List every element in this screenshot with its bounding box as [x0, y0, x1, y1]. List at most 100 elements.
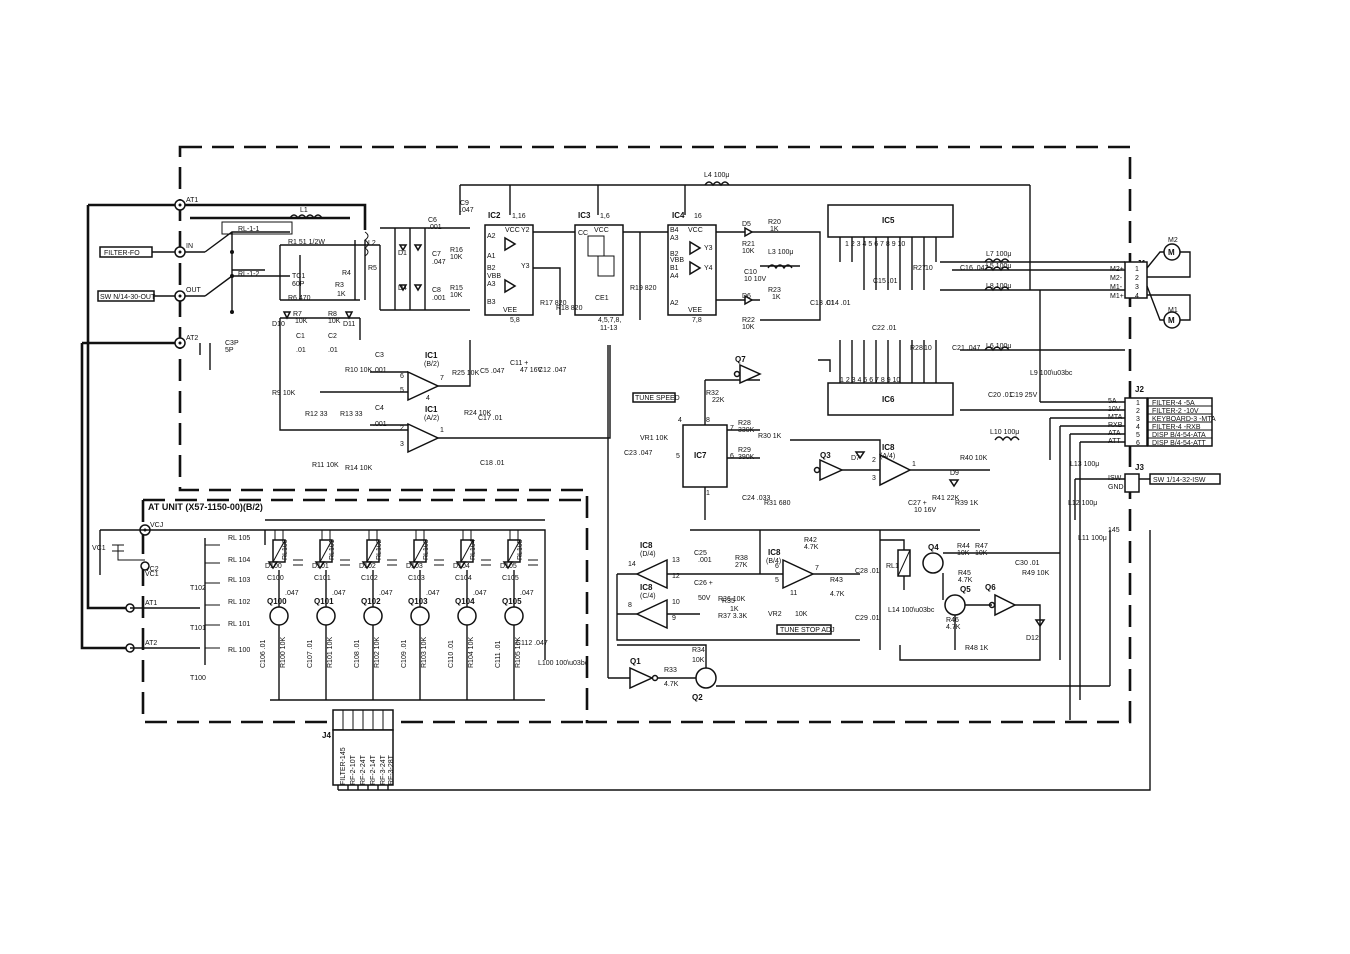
svg-text:10K: 10K [328, 318, 341, 325]
svg-text:C29 .01: C29 .01 [855, 615, 880, 622]
svg-text:A4: A4 [670, 273, 679, 280]
svg-text:R40 10K: R40 10K [960, 455, 988, 462]
svg-text:D4: D4 [398, 285, 407, 292]
svg-text:5,8: 5,8 [510, 317, 520, 324]
rf-wiring [80, 203, 367, 650]
svg-text:(B/2): (B/2) [424, 361, 439, 368]
svg-text:12: 12 [672, 573, 680, 580]
ic8b-opamp: IC8(B/4) 65 711 [766, 548, 819, 597]
svg-text:RL-1-1: RL-1-1 [238, 226, 260, 233]
relay-cap [528, 559, 538, 566]
j4-connector: J4 [322, 530, 1151, 791]
svg-text:R30 1K: R30 1K [758, 433, 782, 440]
svg-text:L10 100μ: L10 100μ [990, 429, 1019, 436]
svg-text:R35: R35 [722, 598, 735, 605]
svg-text:C10: C10 [744, 269, 757, 276]
tune-speed-tag: TUNE SPEED [632, 392, 680, 403]
svg-text:10K: 10K [295, 318, 308, 325]
cap-value: .047 [285, 590, 299, 597]
svg-text:5: 5 [775, 577, 779, 584]
relay-coil-mark [507, 539, 521, 563]
svg-text:5P: 5P [225, 347, 234, 354]
svg-text:R36 10K: R36 10K [718, 596, 746, 603]
at-unit-title: AT UNIT (X57-1150-00)(B/2) [148, 502, 263, 512]
svg-text:10K: 10K [742, 248, 755, 255]
svg-text:R28: R28 [738, 420, 751, 427]
l1-coil: L1 [289, 207, 323, 220]
svg-text:.01: .01 [296, 347, 306, 354]
rl1-relay: RL1 C28 .01 C29 .01 L14 100\u03bc [855, 530, 935, 650]
svg-text:IC5: IC5 [882, 216, 895, 225]
svg-text:Q1: Q1 [630, 657, 641, 666]
svg-text:(D/4): (D/4) [640, 551, 656, 558]
svg-text:SW N/14-30-OUT: SW N/14-30-OUT [100, 294, 156, 301]
svg-text:VC1: VC1 [145, 571, 159, 578]
svg-text:4: 4 [426, 395, 430, 402]
j4-destinations: FILTER-145 RF-2-10T RF-2-24T RF-2-14T RF… [340, 747, 395, 785]
svg-text:C1: C1 [296, 333, 305, 340]
svg-text:M1: M1 [1168, 307, 1178, 314]
svg-text:R7: R7 [293, 311, 302, 318]
relay-rl1-contacts: RL-1-1 RL-1-2 [221, 221, 293, 314]
svg-text:RL 103: RL 103 [228, 577, 250, 584]
svg-text:TC1: TC1 [292, 273, 305, 280]
svg-text:10 10V: 10 10V [744, 276, 767, 283]
svg-text:RL-1-2: RL-1-2 [238, 271, 260, 278]
svg-text:RF-2-24T: RF-2-24T [360, 754, 367, 785]
svg-text:R42: R42 [804, 537, 817, 544]
svg-text:7: 7 [440, 375, 444, 382]
svg-text:C112 .047: C112 .047 [516, 640, 548, 647]
svg-text:R34: R34 [692, 647, 705, 654]
svg-text:VEE: VEE [688, 307, 702, 314]
svg-text:FILTER-FO: FILTER-FO [104, 250, 140, 257]
out-label: OUT [186, 287, 202, 294]
motor-lines: L7 100μ L5 100μ L8 100μ L6 100μ L9 100\u… [940, 251, 1125, 377]
cap2-label: C111 .01 [495, 641, 502, 668]
cap2-label: C107 .01 [307, 639, 314, 668]
svg-text:D11: D11 [343, 321, 355, 328]
svg-text:R29: R29 [738, 447, 751, 454]
relay-transistor [457, 606, 477, 626]
svg-text:C9: C9 [460, 200, 469, 207]
ic-interconnect: R17 820 R18 820 R19 820 [533, 231, 760, 320]
svg-text:1,6: 1,6 [600, 213, 610, 220]
svg-text:1 2 3 4 5 6 7 8 9 10: 1 2 3 4 5 6 7 8 9 10 [845, 241, 905, 248]
relay-driver-wiring [899, 552, 1060, 661]
svg-text:DISP B/4-54-ATA: DISP B/4-54-ATA [1152, 432, 1206, 439]
svg-text:13: 13 [672, 557, 680, 564]
svg-text:C24 .033: C24 .033 [742, 495, 771, 502]
sw-out-tag: SW N/14-30-OUT [97, 290, 156, 302]
svg-text:11: 11 [790, 590, 797, 597]
svg-text:R48 1K: R48 1K [965, 645, 989, 652]
c112-l100: C112 .047 L100 100\u03bc [516, 640, 589, 667]
svg-text:J2: J2 [1135, 385, 1144, 394]
svg-text:(A/4): (A/4) [880, 453, 895, 460]
svg-text:L4 100μ: L4 100μ [704, 172, 729, 179]
svg-text:C27 +: C27 + [908, 500, 927, 507]
relay-cap [481, 559, 491, 566]
svg-text:1: 1 [1136, 400, 1140, 407]
svg-text:10K: 10K [692, 657, 705, 664]
svg-text:R31 680: R31 680 [764, 500, 791, 507]
svg-text:C18 .01: C18 .01 [480, 460, 505, 467]
svg-text:R12 33: R12 33 [305, 411, 328, 418]
svg-text:60P: 60P [292, 281, 305, 288]
svg-text:SW 1/14-32-ISW: SW 1/14-32-ISW [1153, 477, 1206, 484]
relay-transistor [410, 606, 430, 626]
svg-text:RF-2-10T: RF-2-10T [350, 754, 357, 785]
svg-text:R17 820: R17 820 [540, 300, 567, 307]
vc1-vc2-caps: VC1 VC2 VC1 [92, 544, 159, 578]
svg-text:R8: R8 [328, 311, 337, 318]
svg-text:145: 145 [1108, 527, 1120, 534]
svg-text:R49 10K: R49 10K [1022, 570, 1050, 577]
relay-coil-mark [460, 539, 474, 563]
svg-text:M2+: M2+ [1110, 266, 1124, 273]
svg-text:D6: D6 [742, 293, 751, 300]
svg-text:1 2 3 4 5 6 7 8 9 10: 1 2 3 4 5 6 7 8 9 10 [840, 377, 900, 384]
svg-text:10K: 10K [742, 324, 755, 331]
svg-text:IC6: IC6 [882, 395, 895, 404]
svg-text:B3: B3 [487, 299, 496, 306]
svg-text:D10: D10 [272, 321, 285, 328]
